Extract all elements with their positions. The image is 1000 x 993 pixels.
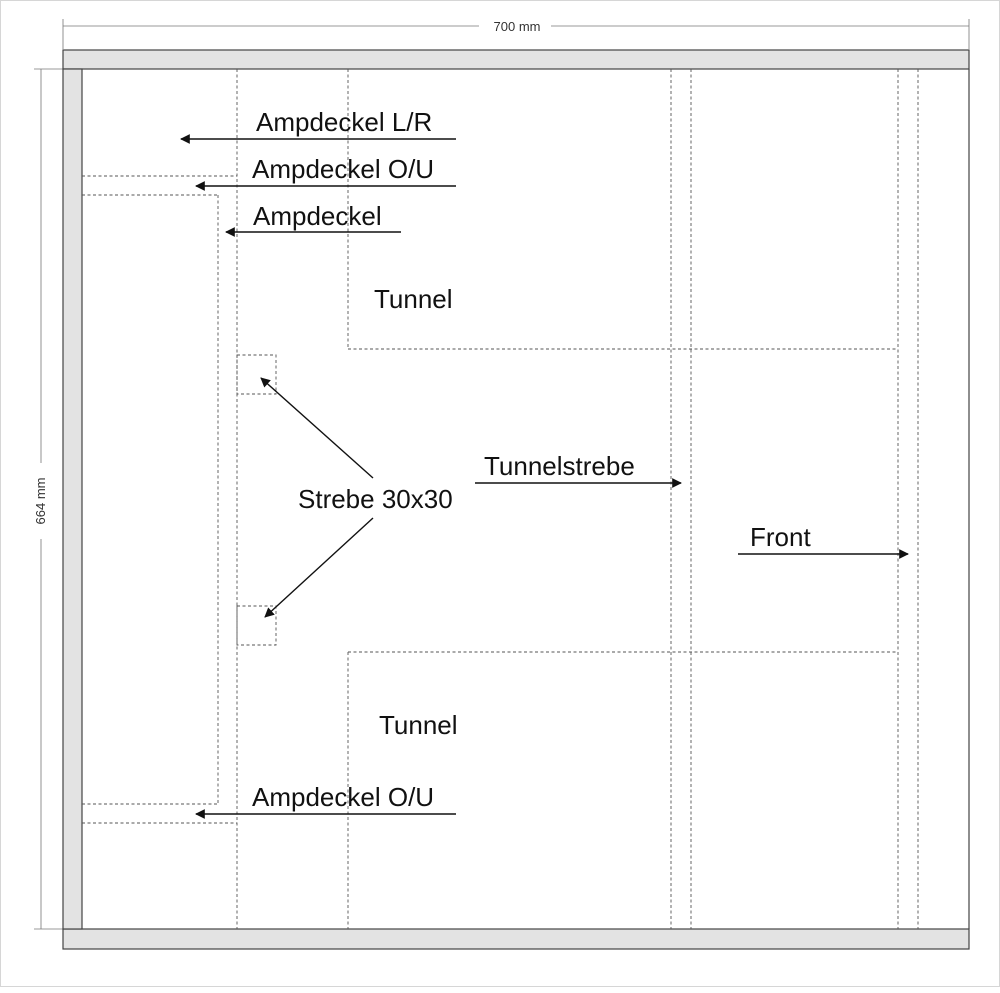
left-wall [62,68,83,930]
label-ampdeckel-ou-top: Ampdeckel O/U [252,154,434,184]
annotation-ampdeckel-ou-bottom: Ampdeckel O/U [195,782,456,819]
label-tunnelstrebe: Tunnelstrebe [484,451,635,481]
case-walls [62,49,970,950]
bottom-wall [62,928,970,950]
width-dimension-label: 700 mm [494,19,541,34]
label-ampdeckel-lr: Ampdeckel L/R [256,107,432,137]
label-tunnel-top: Tunnel [374,284,453,314]
width-dimension: 700 mm [62,17,970,49]
annotation-tunnelstrebe: Tunnelstrebe [475,451,682,488]
annotation-ampdeckel-lr: Ampdeckel L/R [180,107,456,144]
height-dimension: 664 mm [31,68,63,930]
annotation-ampdeckel-ou-top: Ampdeckel O/U [195,154,456,191]
hidden-lines [82,69,919,929]
label-front: Front [750,522,811,552]
strebe-square-bottom [236,605,277,646]
arrow-strebe-top [260,377,374,479]
strebe-square-top [236,354,277,395]
label-tunnel-bottom: Tunnel [379,710,458,740]
annotation-front: Front [738,522,909,559]
arrow-strebe-bottom [264,517,374,618]
label-ampdeckel-ou-bottom: Ampdeckel O/U [252,782,434,812]
label-ampdeckel: Ampdeckel [253,201,382,231]
top-wall [62,49,970,70]
annotation-strebe: Strebe 30x30 [260,377,453,618]
height-dimension-label: 664 mm [33,478,48,525]
annotation-ampdeckel: Ampdeckel [225,201,401,237]
label-strebe: Strebe 30x30 [298,484,453,514]
